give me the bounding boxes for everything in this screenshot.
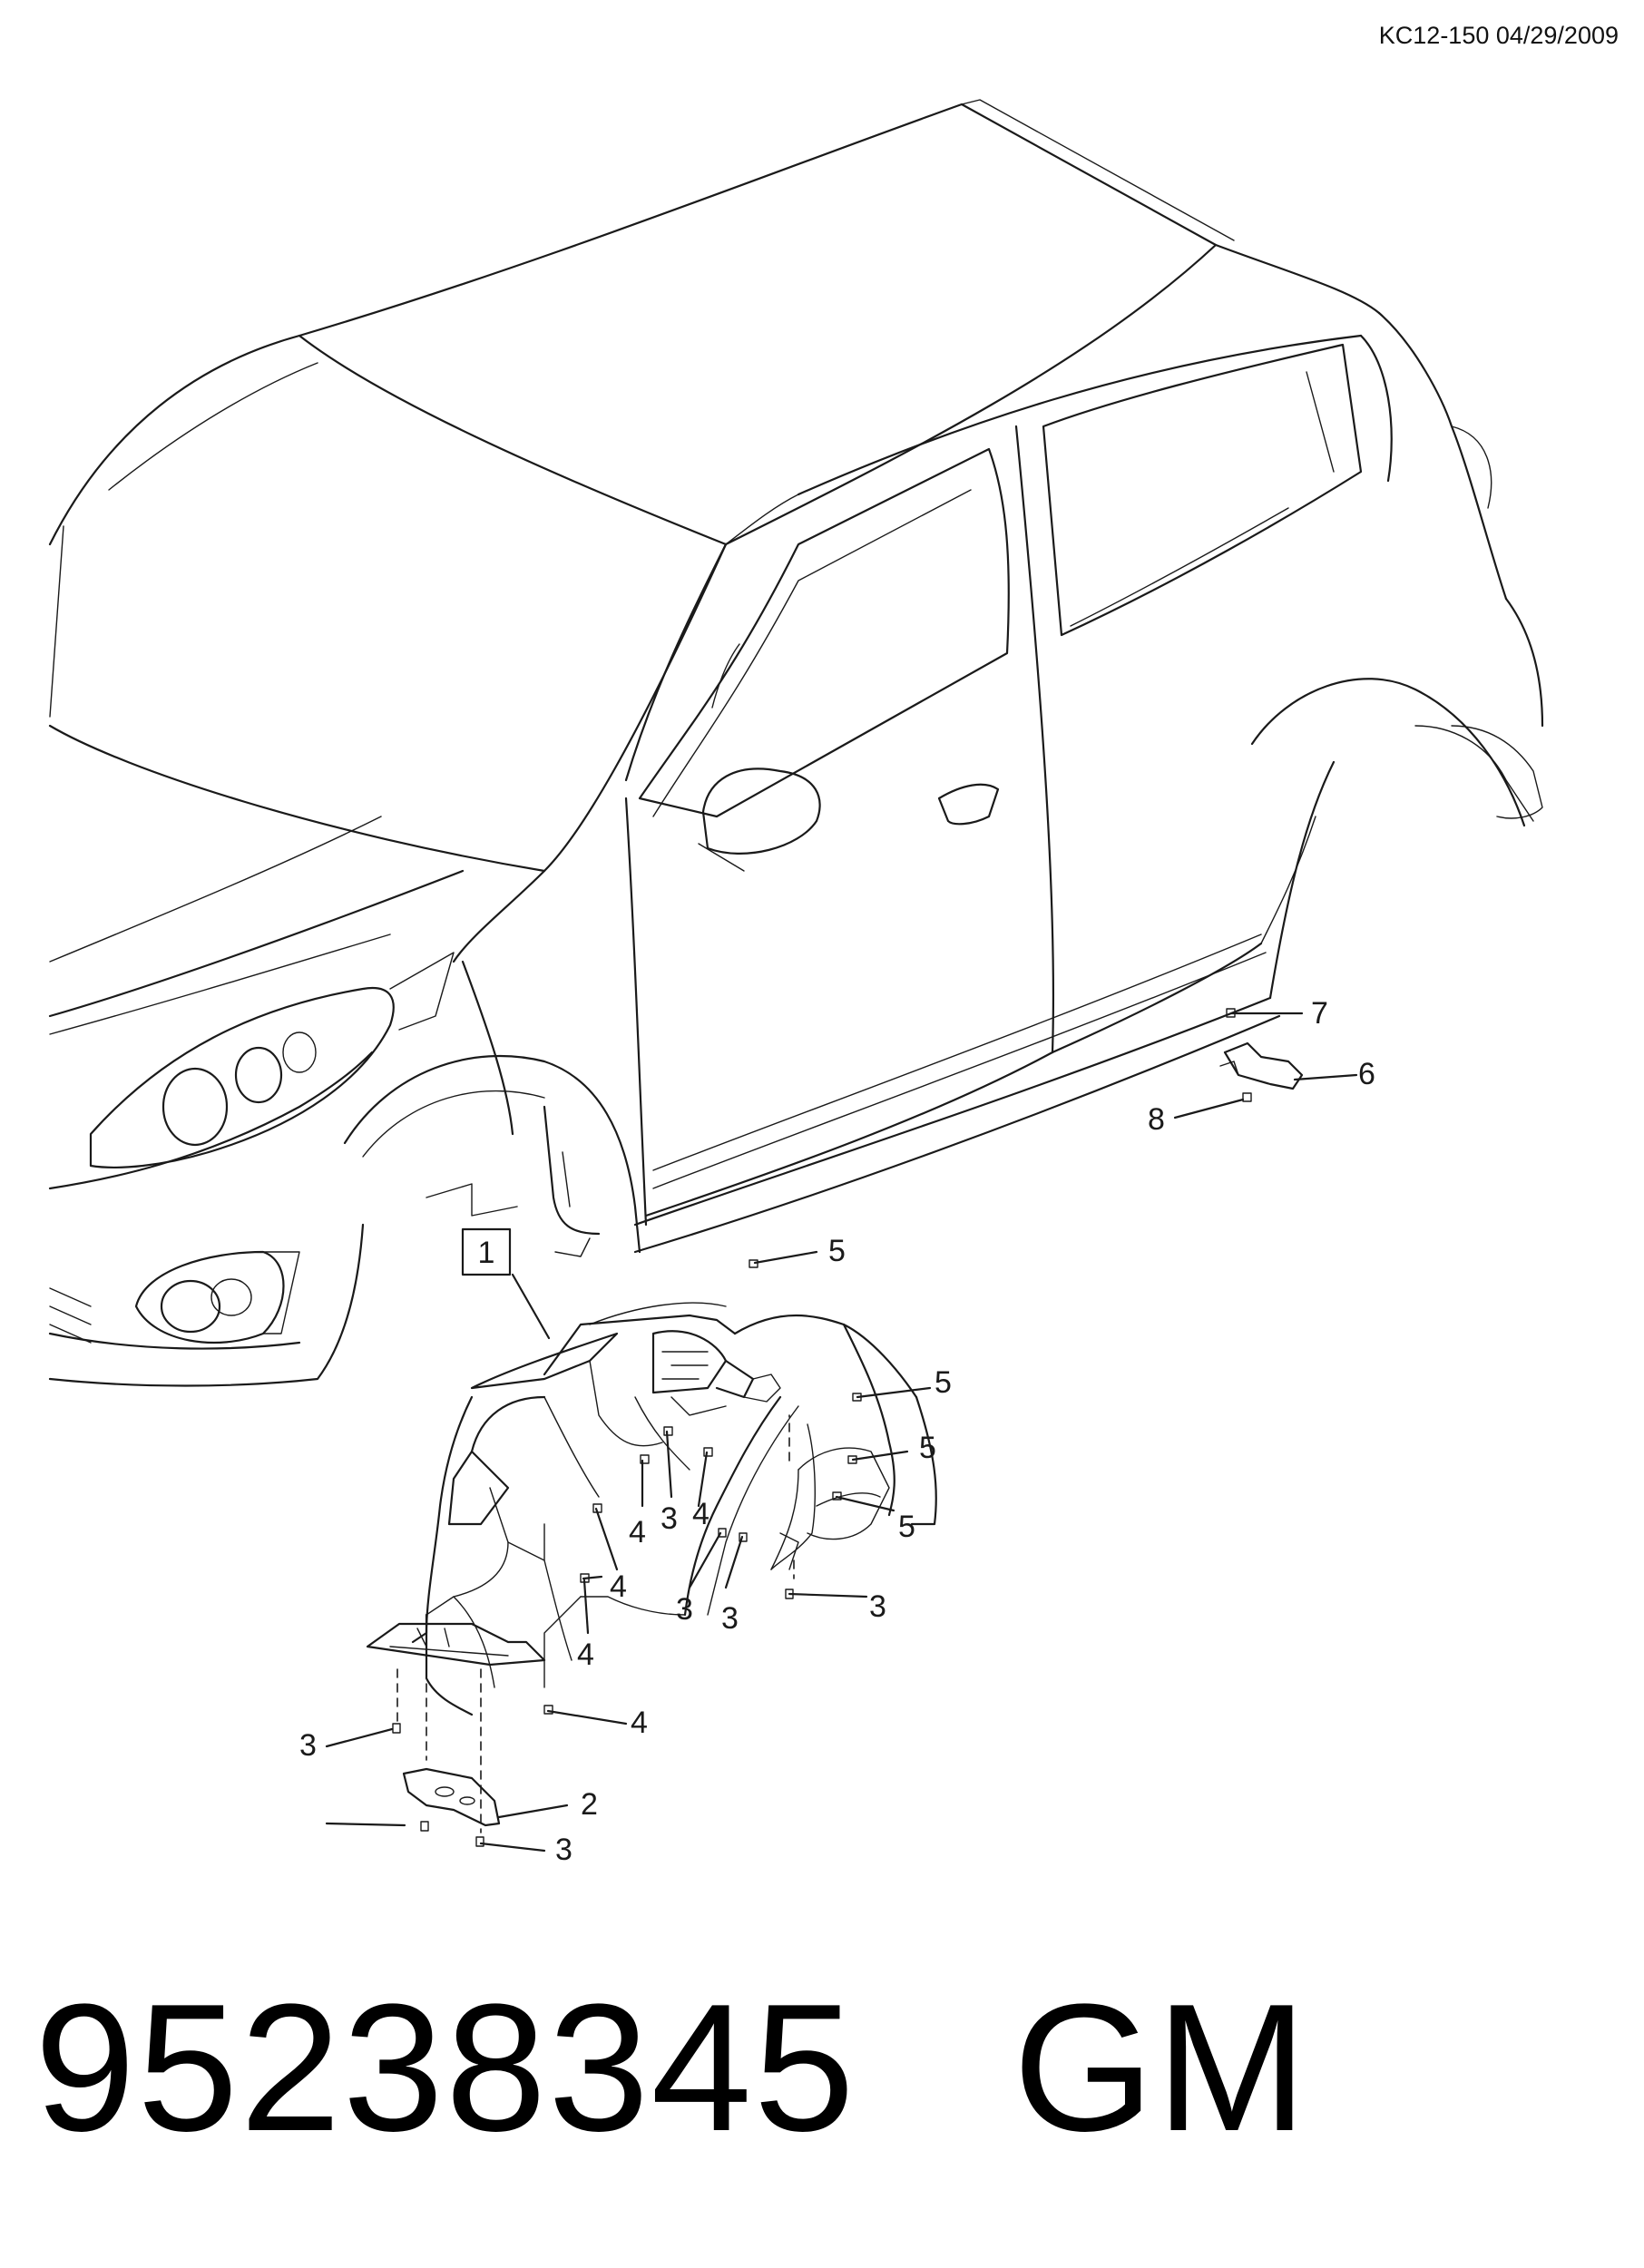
callout-1-highlight xyxy=(461,1227,512,1276)
part-number-footer: 95238345 GM xyxy=(34,1978,1309,2159)
callout-3: 3 xyxy=(676,1592,693,1627)
callout-3: 3 xyxy=(869,1589,886,1624)
callout-2: 2 xyxy=(581,1787,598,1822)
callout-5: 5 xyxy=(919,1431,936,1465)
callout-4: 4 xyxy=(631,1706,648,1740)
callout-1: 1 xyxy=(478,1236,495,1270)
callout-5: 5 xyxy=(935,1365,952,1400)
fender-liner-part xyxy=(366,1302,937,1833)
diagram-code: KC12-150 04/29/2009 xyxy=(1378,22,1619,49)
callout-4: 4 xyxy=(610,1569,627,1604)
callout-8: 8 xyxy=(1148,1102,1165,1137)
callout-7: 7 xyxy=(1311,996,1328,1031)
brand-name: GM xyxy=(1013,1967,1309,2169)
callout-3: 3 xyxy=(661,1501,678,1536)
car-body xyxy=(48,99,1544,1387)
callout-4: 4 xyxy=(577,1637,594,1672)
callout-4: 4 xyxy=(629,1515,646,1549)
callout-5: 5 xyxy=(898,1510,915,1544)
rocker-bracket-6 xyxy=(1219,1041,1304,1090)
callout-3: 3 xyxy=(299,1728,317,1763)
leader-lines xyxy=(325,1012,1358,1853)
callout-labels: 1 2 3 3 3 3 3 3 4 4 4 4 4 5 5 5 5 6 7 8 xyxy=(299,996,1375,1867)
fastener-bracket-2 xyxy=(402,1767,501,1827)
callout-6: 6 xyxy=(1358,1057,1375,1091)
callout-5: 5 xyxy=(828,1234,846,1268)
callout-3: 3 xyxy=(721,1601,739,1636)
part-number: 95238345 xyxy=(34,1967,856,2169)
callout-3: 3 xyxy=(555,1833,572,1867)
fasteners xyxy=(392,1008,1252,1847)
callout-4: 4 xyxy=(692,1497,709,1531)
